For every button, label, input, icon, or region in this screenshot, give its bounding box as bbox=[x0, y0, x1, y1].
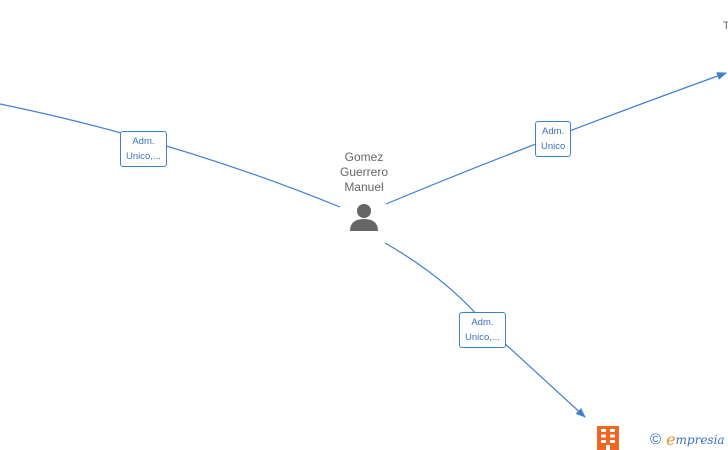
edge-label-bottom[interactable]: Adm. Unico,... bbox=[459, 312, 506, 348]
edge-label-left[interactable]: Adm. Unico,... bbox=[120, 131, 167, 167]
edge-label-line: Unico,... bbox=[126, 151, 161, 162]
edge-label-top-right[interactable]: Adm. Unico bbox=[535, 121, 572, 157]
offscreen-node-label: T bbox=[723, 20, 728, 32]
brand-logo-initial: e bbox=[666, 430, 676, 449]
edge-label-line: Adm. bbox=[542, 126, 565, 137]
edge-label-line: Adm. bbox=[132, 136, 155, 147]
person-name-line: Guerrero bbox=[339, 165, 389, 179]
person-icon[interactable] bbox=[349, 202, 379, 232]
edge-line-left[interactable] bbox=[0, 103, 341, 208]
person-name-line: Manuel bbox=[344, 180, 384, 194]
brand-watermark: © e mpresia bbox=[650, 430, 725, 449]
person-node[interactable]: Gomez Guerrero Manuel bbox=[328, 150, 400, 232]
copyright-symbol: © bbox=[650, 431, 662, 448]
edge-label-line: Adm. bbox=[471, 317, 494, 328]
edge-label-line: Unico bbox=[541, 141, 566, 152]
building-icon[interactable] bbox=[597, 426, 619, 450]
edge-label-line: Unico,... bbox=[465, 332, 500, 343]
person-name-line: Gomez bbox=[344, 150, 384, 164]
brand-logo-text: mpresia bbox=[675, 432, 725, 447]
